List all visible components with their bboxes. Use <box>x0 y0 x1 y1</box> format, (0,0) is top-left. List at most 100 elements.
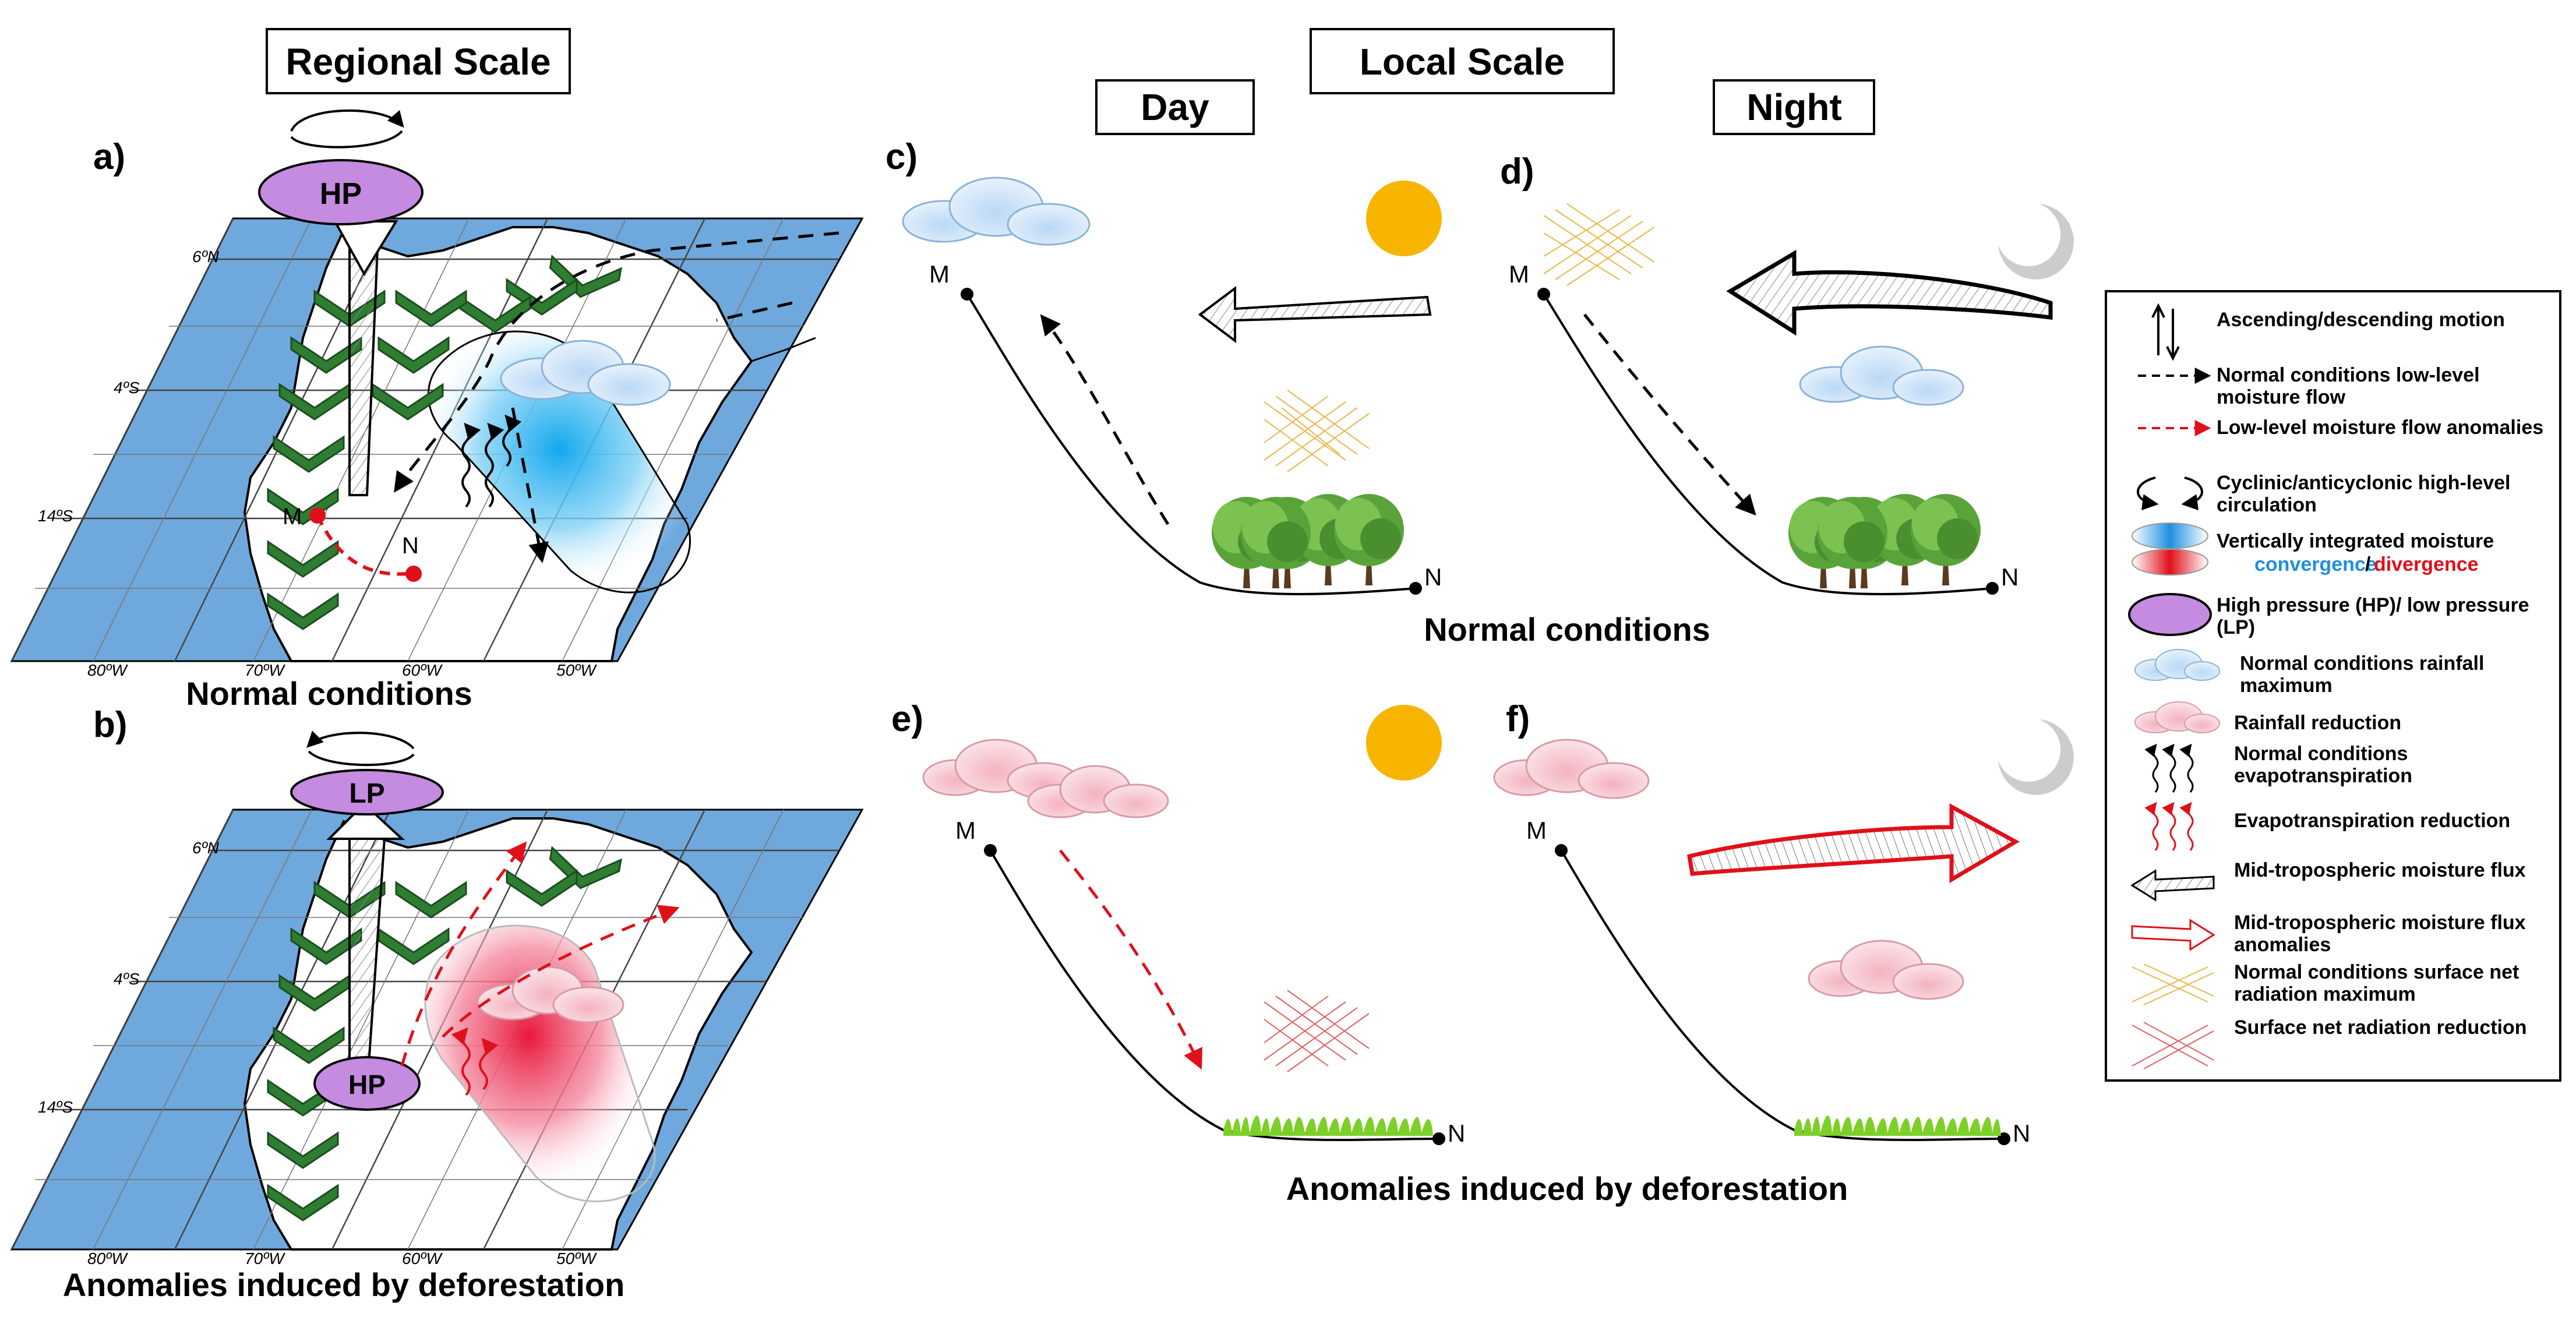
day-header: Day <box>1095 79 1255 135</box>
upslope-moisture-flow <box>1040 314 1170 525</box>
lon-label-60w: 60ºW <box>402 661 443 679</box>
forest-d <box>1788 494 1981 588</box>
convergence-divergence-blobs-icon <box>2132 522 2208 549</box>
cloud-c <box>902 176 1091 246</box>
red-wavy-arrows-icon <box>2144 802 2194 851</box>
legend-text-slash: / <box>2365 553 2371 576</box>
night-header: Night <box>1713 79 1875 135</box>
high-pressure-ellipse <box>258 159 424 225</box>
mid-tropospheric-flux-arrow-c <box>1198 286 1432 343</box>
panel-e-day-deforestation: M N <box>922 705 1465 1147</box>
night-label: Night <box>1746 86 1842 128</box>
mid-tropospheric-flux-anomaly-arrow-f <box>1687 803 2020 884</box>
panel-label-a: a) <box>93 137 125 177</box>
legend-text-moisture: Vertically integrated moisture <box>2217 530 2494 552</box>
panel-label-d: d) <box>1500 151 1534 192</box>
purple-ellipse-icon <box>2128 593 2212 636</box>
panel-label-c: c) <box>885 137 918 177</box>
panel-label-f: f) <box>1506 699 1530 739</box>
gray-flux-arrow-icon <box>2130 869 2215 902</box>
pink-cloud-icon <box>2134 701 2220 733</box>
legend-item-ascending: Ascending/descending motion <box>2151 303 2505 361</box>
lon-label-50w: 50ºW <box>556 661 597 679</box>
local-caption-deforestation: Anomalies induced by deforestation <box>1286 1170 1848 1207</box>
lon-label-50w-b: 50ºW <box>556 1249 597 1267</box>
regional-caption-deforestation: Anomalies induced by deforestation <box>63 1266 625 1303</box>
legend-text-rain-reduction: Rainfall reduction <box>2234 712 2401 734</box>
regional-map-deforestation: 6ºN 4ºS 14ºS 80ºW 70ºW 60ºW 50ºW <box>10 730 864 1267</box>
legend-item-pressure: High pressure (HP)/ low pressure (LP) <box>2128 593 2529 638</box>
lon-label-60w-b: 60ºW <box>402 1249 443 1267</box>
ascending-descending-arrows-icon <box>2157 309 2174 355</box>
local-scale-label: Local Scale <box>1360 41 1565 83</box>
legend-item-radiation: Normal conditions surface net radiation … <box>2132 961 2519 1005</box>
point-n-label: N <box>402 533 419 559</box>
legend-item-rain-max: Normal conditions rainfall maximum <box>2134 649 2485 697</box>
terrain-profile-c <box>966 293 1416 595</box>
legend-text-anomaly-flow: Low-level moisture flow anomalies <box>2217 416 2544 439</box>
legend-text-normal-flow: Normal conditions low-level moisture flo… <box>2217 364 2480 408</box>
hp-label-top: HP <box>320 177 362 211</box>
legend-item-radiation-reduction: Surface net radiation reduction <box>2132 1016 2527 1069</box>
legend-item-flux: Mid-tropospheric moisture flux <box>2130 859 2526 902</box>
rainfall-cloud-map-a <box>500 340 671 406</box>
terrain-profile-d <box>1543 293 1993 595</box>
hp-label-bottom: HP <box>348 1069 386 1100</box>
mid-tropospheric-flux-arrow-d <box>1726 249 2053 336</box>
point-n-f: N <box>2013 1120 2030 1147</box>
legend-item-circulation: Cyclinic/anticyclonic high-level circula… <box>2137 472 2511 516</box>
cloud-d <box>1799 345 1964 406</box>
rainfall-reduction-cloud-map-b <box>477 966 624 1023</box>
legend-item-moisture: Vertically integrated moisture convergen… <box>2132 522 2494 576</box>
legend-item-et-normal: Normal conditions evapotranspiration <box>2144 743 2413 793</box>
moon-icon-f <box>1998 719 2074 795</box>
cyclonic-anticyclonic-arrows-icon <box>2137 476 2159 511</box>
cloud-e-2 <box>1027 765 1169 818</box>
black-wavy-arrows-icon <box>2144 743 2194 793</box>
evapotranspiration-reduction-arrows <box>451 1027 499 1096</box>
local-caption-normal: Normal conditions <box>1424 611 1710 648</box>
legend-text-convergence: convergence <box>2254 553 2377 576</box>
panel-d-night-normal: M N <box>1509 203 2074 595</box>
red-moisture-flow-e <box>1059 849 1203 1070</box>
moisture-anomaly-arrow-2 <box>442 905 680 1038</box>
lat-label-4s: 4ºS <box>114 379 140 397</box>
legend-text-pressure: High pressure (HP)/ low pressure (LP) <box>2217 594 2529 638</box>
legend-text-ascending: Ascending/descending motion <box>2217 309 2505 331</box>
moon-icon-d <box>1998 204 2074 280</box>
lon-label-70w-b: 70ºW <box>245 1249 285 1267</box>
legend-item-anomaly-flow: Low-level moisture flow anomalies <box>2138 416 2544 439</box>
cyclonic-circulation-icon <box>306 730 415 750</box>
legend-text-rain-max: Normal conditions rainfall maximum <box>2240 652 2485 697</box>
legend-item-rain-reduction: Rainfall reduction <box>2134 701 2401 734</box>
legend-text-et-normal: Normal conditions evapotranspiration <box>2234 743 2413 787</box>
legend-text-radiation: Normal conditions surface net radiation … <box>2234 961 2519 1005</box>
lp-label: LP <box>349 778 384 809</box>
legend-text-divergence: divergence <box>2374 553 2479 576</box>
point-m-f: M <box>1526 817 1547 844</box>
lat-label-6n: 6ºN <box>192 248 220 266</box>
lat-label-4s-b: 4ºS <box>114 970 140 988</box>
blue-cloud-icon <box>2134 649 2220 681</box>
terrain-profile-e <box>989 849 1439 1141</box>
sun-icon-c <box>1366 181 1442 256</box>
cloud-f <box>1493 739 1650 799</box>
red-flux-arrow-icon <box>2131 919 2215 951</box>
forest-c <box>1212 494 1404 588</box>
point-n-dot <box>405 566 422 582</box>
lon-label-70w: 70ºW <box>245 661 285 679</box>
moisture-anomaly-arrow-1 <box>400 841 527 1067</box>
high-pressure-ellipse-b <box>313 1056 421 1111</box>
day-label: Day <box>1141 86 1209 128</box>
legend-text-et-reduction: Evapotranspiration reduction <box>2234 810 2510 832</box>
regional-map-normal: 6ºN 4ºS 14ºS 80ºW 70ºW 60ºW 50ºW <box>10 109 864 679</box>
legend-text-radiation-reduction: Surface net radiation reduction <box>2234 1016 2527 1039</box>
lat-label-14s: 14ºS <box>38 507 73 525</box>
terrain-profile-f <box>1560 849 2005 1141</box>
evapotranspiration-arrows <box>461 414 522 508</box>
legend-item-et-reduction: Evapotranspiration reduction <box>2144 802 2510 851</box>
legend-item-flux-anomaly: Mid-tropospheric moisture flux anomalies <box>2131 912 2526 956</box>
point-m-c: M <box>929 260 950 288</box>
point-m-d: M <box>1509 260 1529 288</box>
